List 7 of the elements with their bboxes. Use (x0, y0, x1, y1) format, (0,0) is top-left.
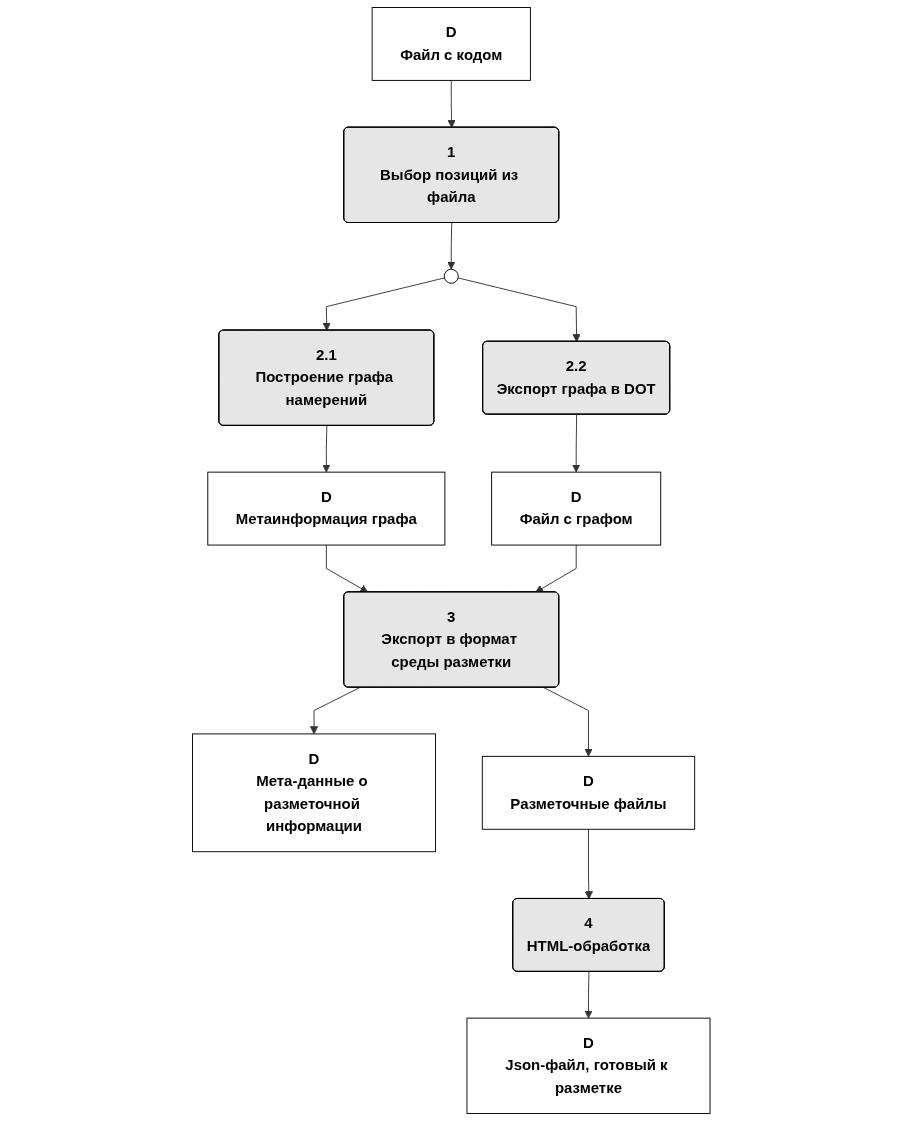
node-box: D Файл с кодом (371, 7, 531, 81)
node-box: D Метаинформация графа (207, 471, 446, 546)
node-box: D Json-файл, готовый к разметке (466, 1017, 711, 1114)
node-box: D Разметочные файлы (481, 755, 695, 830)
node-circle (443, 268, 459, 284)
node-box: D Мета-данные о разметочной информации (191, 733, 436, 853)
node-box: D Файл с графом (490, 471, 661, 546)
